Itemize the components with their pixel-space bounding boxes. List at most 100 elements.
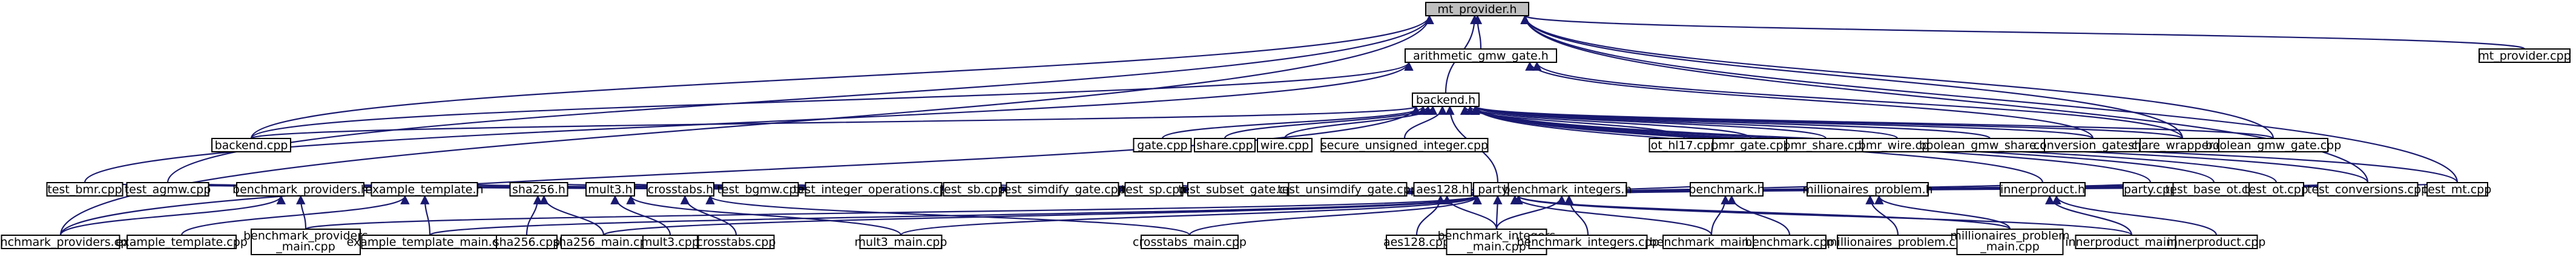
node-benchmark-providers-h[interactable]: benchmark_providers.h [232, 182, 368, 197]
node-test-ot-cpp[interactable]: test_ot.cpp [2244, 182, 2308, 197]
node-sha256-h[interactable]: sha256.h [509, 182, 568, 197]
edge-millionaires-problem-main-cpp-to-party-h [1514, 195, 2011, 230]
node-aes128-cpp[interactable]: aes128.cpp [1383, 235, 1450, 249]
node-millionaires-problem-h[interactable]: millionaires_problem.h [1802, 182, 1933, 197]
node-crosstabs-main-cpp[interactable]: crosstabs_main.cpp [1133, 235, 1247, 249]
node-label: boolean_gmw_share.cpp [1919, 139, 2061, 152]
node-mult3-cpp[interactable]: mult3.cpp [641, 235, 699, 249]
node-test-bmr-cpp[interactable]: test_bmr.cpp [46, 182, 124, 197]
node-arith[interactable]: arithmetic_gmw_gate.h [1405, 48, 1557, 63]
node-test-sb-cpp[interactable]: test_sb.cpp [940, 182, 1006, 197]
node-test-agmw-cpp[interactable]: test_agmw.cpp [125, 182, 211, 197]
node-box [1405, 48, 1557, 63]
node-party-cpp[interactable]: party.cpp [2123, 182, 2178, 197]
node-label: benchmark_providers [243, 229, 368, 242]
node-aes128-h[interactable]: aes128.h [1413, 182, 1472, 197]
node-bmr-share-cpp[interactable]: bmr_share.cpp [1783, 138, 1869, 152]
node-mt-provider[interactable]: mt_provider.h [1425, 2, 1529, 16]
node-share-cpp[interactable]: share.cpp [1194, 138, 1256, 152]
node-share-wrapper-cpp[interactable]: share_wrapper.cpp [2128, 138, 2237, 152]
node-label: benchmark_integers.h [1503, 183, 1632, 197]
node-box [1124, 182, 1184, 197]
node-test-unsimdify-gate-cpp[interactable]: test_unsimdify_gate.cpp [1277, 182, 1418, 197]
node-box [1, 235, 120, 249]
node-boolean-gmw-share-cpp[interactable]: boolean_gmw_share.cpp [1919, 138, 2061, 152]
node-millionaires-problem-main-cpp[interactable]: millionaires_problem_main.cpp [1950, 229, 2070, 255]
node-mt-provider-cpp[interactable]: mt_provider.cpp [2478, 48, 2571, 63]
node-crosstabs-h[interactable]: crosstabs.h [647, 182, 714, 197]
node-bmr-gate-cpp[interactable]: bmr_gate.cpp [1711, 138, 1791, 152]
node-mult3-h[interactable]: mult3.h [585, 182, 635, 197]
node-label: example_template.h [365, 183, 483, 197]
node-box [236, 182, 364, 197]
node-label: mt_provider.cpp [2478, 50, 2571, 63]
node-bmr-wire-cpp[interactable]: bmr_wire.cpp [1859, 138, 1936, 152]
node-label: backend.h [1416, 94, 1475, 107]
node-test-base-ot-cpp[interactable]: test_base_ot.cpp [2166, 182, 2262, 197]
node-label: sha256_main.cpp [553, 236, 654, 249]
node-label: boolean_gmw_gate.cpp [2205, 139, 2342, 152]
node-example-template-main-cpp[interactable]: example_template_main.cpp [347, 235, 513, 249]
node-mult3-main-cpp[interactable]: mult3_main.cpp [855, 235, 947, 249]
edge-crosstabs-main-cpp-to-crosstabs-h [705, 195, 1191, 236]
node-benchmark-integers-h[interactable]: benchmark_integers.h [1503, 182, 1632, 197]
node-benchmark-integers-cpp[interactable]: benchmark_integers.cpp [1517, 235, 1659, 249]
node-box [1528, 235, 1648, 249]
edge-test-mt-cpp-to-mt-provider [1520, 15, 2459, 183]
node-label: ot_hl17.cpp [1651, 139, 1718, 152]
node-benchmark-providers-cpp[interactable]: benchmark_providers.cpp [0, 235, 135, 249]
node-innerproduct-h[interactable]: innerproduct.h [2000, 182, 2086, 197]
node-box [1753, 235, 1827, 249]
node-test-sp-cpp[interactable]: test_sp.cpp [1121, 182, 1187, 197]
node-wire-cpp[interactable]: wire.cpp [1257, 138, 1313, 152]
node-secure-unsigned-integer-cpp[interactable]: secure_unsigned_integer.cpp [1320, 138, 1489, 152]
node-box [1690, 182, 1764, 197]
node-label: share_wrapper.cpp [2128, 139, 2237, 152]
node-example-template-cpp[interactable]: example_template.cpp [116, 235, 248, 249]
node-sha256-cpp[interactable]: sha256.cpp [493, 235, 560, 249]
node-benchmark-integers-main-cpp[interactable]: benchmark_integers_main.cpp [1438, 229, 1556, 255]
node-benchmark-main-cpp[interactable]: benchmark_main.cpp [1650, 235, 1774, 249]
node-label: _main.cpp [1466, 240, 1526, 253]
node-box [1141, 235, 1239, 249]
edge-secure-unsigned-integer-cpp-to-backend-h [1403, 105, 1448, 139]
edge-test-bmr-cpp-to-arith [84, 61, 1414, 183]
node-box [585, 182, 635, 197]
edge-innerproduct-cpp-to-innerproduct-h [2052, 195, 2218, 236]
node-example-template-h[interactable]: example_template.h [365, 182, 484, 197]
node-box [722, 182, 799, 197]
node-label: mt_provider.h [1438, 3, 1517, 16]
node-box [1446, 229, 1547, 255]
node-innerproduct-cpp[interactable]: innerproduct.cpp [2167, 235, 2266, 249]
node-benchmark-cpp[interactable]: benchmark.cpp [1745, 235, 1834, 249]
node-label: arithmetic_gmw_gate.h [1413, 50, 1549, 63]
node-boolean-gmw-gate-cpp[interactable]: boolean_gmw_gate.cpp [2205, 138, 2342, 152]
node-test-bgmw-cpp[interactable]: test_bgmw.cpp [717, 182, 804, 197]
node-test-conversions-cpp[interactable]: test_conversions.cpp [2307, 182, 2428, 197]
node-label: sha256.h [512, 183, 565, 197]
node-sha256-main-cpp[interactable]: sha256_main.cpp [553, 235, 654, 249]
node-gate-cpp[interactable]: gate.cpp [1133, 138, 1192, 152]
node-test-integer-operations-cpp[interactable]: test_integer_operations.cpp [793, 182, 954, 197]
edge-mult3-main-cpp-to-mult3-h [626, 195, 902, 236]
node-backend-h[interactable]: backend.h [1412, 93, 1480, 107]
node-box [805, 182, 943, 197]
node-crosstabs-cpp[interactable]: crosstabs.cpp [697, 235, 776, 249]
node-box [1956, 229, 2064, 255]
node-box [2248, 182, 2304, 197]
node-box [509, 182, 568, 197]
node-test-mt-cpp[interactable]: test_mt.cpp [2423, 182, 2492, 197]
node-benchmark-h[interactable]: benchmark.h [1688, 182, 1765, 197]
edge-sha256-cpp-to-sha256-h [525, 195, 543, 236]
node-label: example_template_main.cpp [347, 236, 513, 249]
node-ot-hl17-cpp[interactable]: ot_hl17.cpp [1649, 138, 1720, 152]
node-benchmark-providers-main-cpp[interactable]: benchmark_providers_main.cpp [243, 229, 368, 255]
edge-example-template-cpp-to-example-template-h [180, 195, 410, 236]
edge-crosstabs-main-cpp-to-party-h [1188, 195, 1482, 236]
node-test-simdify-gate-cpp[interactable]: test_simdify_gate.cpp [1000, 182, 1125, 197]
edge-benchmark-main-cpp-to-party-h [1510, 195, 1713, 236]
node-backend-cpp[interactable]: backend.cpp [211, 138, 291, 152]
node-conversion-gate-cpp[interactable]: conversion_gate.cpp [2034, 138, 2153, 152]
node-box [2479, 48, 2571, 63]
node-millionaires-problem-cpp[interactable]: millionaires_problem.cpp [1826, 235, 1970, 249]
